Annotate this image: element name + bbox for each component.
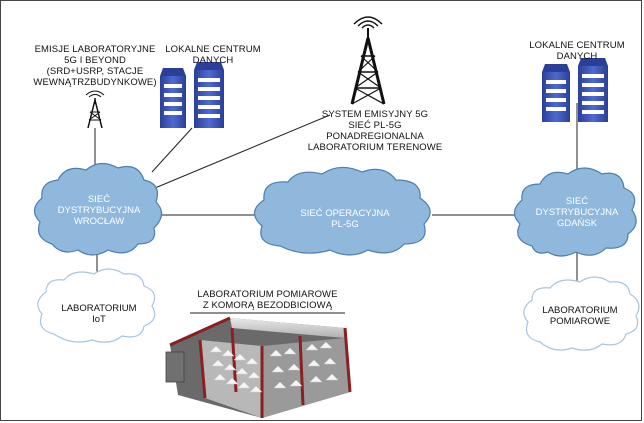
label-siec-operacyjna-line2: PL-5G bbox=[331, 219, 359, 230]
label-siec-operacyjna: SIEĆ OPERACYJNA PL-5G bbox=[280, 208, 410, 230]
label-system-line2: SIEĆ PL-5G bbox=[348, 120, 402, 131]
label-emisje: EMISJE LABORATORYJNE 5G I BEYOND (SRD+US… bbox=[10, 44, 180, 88]
antenna-tower-icon bbox=[350, 16, 386, 105]
label-system-line4: LABORATORIUM TERENOWE bbox=[307, 142, 443, 153]
cloud-wroclaw-shape bbox=[33, 162, 163, 256]
label-emisje-line3: (SRD+USRP, STACJE bbox=[46, 66, 144, 77]
label-lab-pomiarowe: LABORATORIUM POMIAROWE bbox=[528, 305, 632, 327]
label-siec-operacyjna-line1: SIEĆ OPERACYJNA bbox=[300, 208, 390, 219]
label-system: SYSTEM EMISYJNY 5G SIEĆ PL-5G PONADREGIO… bbox=[305, 109, 445, 153]
label-lab-komora-line2: Z KOMORĄ BEZODBICIOWĄ bbox=[202, 300, 333, 311]
data-center-left-icon bbox=[160, 62, 224, 128]
label-lab-komora: LABORATORIUM POMIAROWE Z KOMORĄ BEZODBIC… bbox=[180, 289, 355, 311]
label-dc-right-line1: LOKALNE CENTRUM bbox=[529, 40, 625, 51]
cloud-operacyjna-shape bbox=[253, 166, 431, 256]
label-dc-right: LOKALNE CENTRUM DANYCH bbox=[520, 40, 634, 62]
label-emisje-line1: EMISJE LABORATORYJNE bbox=[34, 44, 156, 55]
label-siec-gdansk-line1: SIEĆ bbox=[565, 196, 589, 207]
label-lab-iot-line2: IoT bbox=[92, 314, 106, 325]
label-emisje-line2: 5G I BEYOND bbox=[64, 55, 126, 66]
label-lab-iot: LABORATORIUM IoT bbox=[44, 303, 154, 325]
label-dc-left-line1: LOKALNE CENTRUM bbox=[165, 44, 261, 55]
line-dc-left-wroclaw bbox=[151, 127, 193, 173]
label-system-line3: PONADREGIONALNA bbox=[326, 131, 424, 142]
label-siec-wroclaw: SIEĆ DYSTRYBUCYJNA WROCŁAW bbox=[44, 194, 154, 227]
label-dc-left: LOKALNE CENTRUM DANYCH bbox=[158, 44, 268, 66]
label-emisje-line4: WEWNĄTRZBUDYNKOWE) bbox=[33, 77, 157, 88]
label-siec-wroclaw-line3: WROCŁAW bbox=[73, 216, 125, 227]
chamber-door bbox=[165, 351, 185, 383]
label-siec-wroclaw-line1: SIEĆ bbox=[87, 194, 111, 205]
cloud-gdansk-shape bbox=[513, 167, 637, 257]
line-system-wroclaw bbox=[154, 114, 331, 189]
cloud-pomiarowe-shape bbox=[523, 276, 640, 351]
label-lab-komora-line1: LABORATORIUM POMIAROWE bbox=[197, 289, 338, 300]
label-dc-left-line2: DANYCH bbox=[192, 55, 234, 66]
cloud-iot-shape bbox=[37, 268, 156, 343]
label-dc-right-line2: DANYCH bbox=[556, 51, 598, 62]
label-lab-pomiarowe-line2: POMIAROWE bbox=[549, 316, 611, 327]
label-lab-pomiarowe-line1: LABORATORIUM bbox=[542, 305, 618, 316]
data-center-right-icon bbox=[542, 58, 608, 122]
label-lab-iot-line1: LABORATORIUM bbox=[61, 303, 137, 314]
anechoic-chamber-image bbox=[165, 316, 352, 418]
label-siec-gdansk-line3: GDAŃSK bbox=[556, 218, 598, 229]
antenna-small-icon bbox=[85, 90, 105, 129]
label-siec-wroclaw-line2: DYSTRYBUCYJNA bbox=[57, 205, 141, 216]
label-siec-gdansk-line2: DYSTRYBUCYJNA bbox=[535, 207, 619, 218]
label-siec-gdansk: SIEĆ DYSTRYBUCYJNA GDAŃSK bbox=[522, 196, 632, 229]
label-system-line1: SYSTEM EMISYJNY 5G bbox=[321, 109, 429, 120]
